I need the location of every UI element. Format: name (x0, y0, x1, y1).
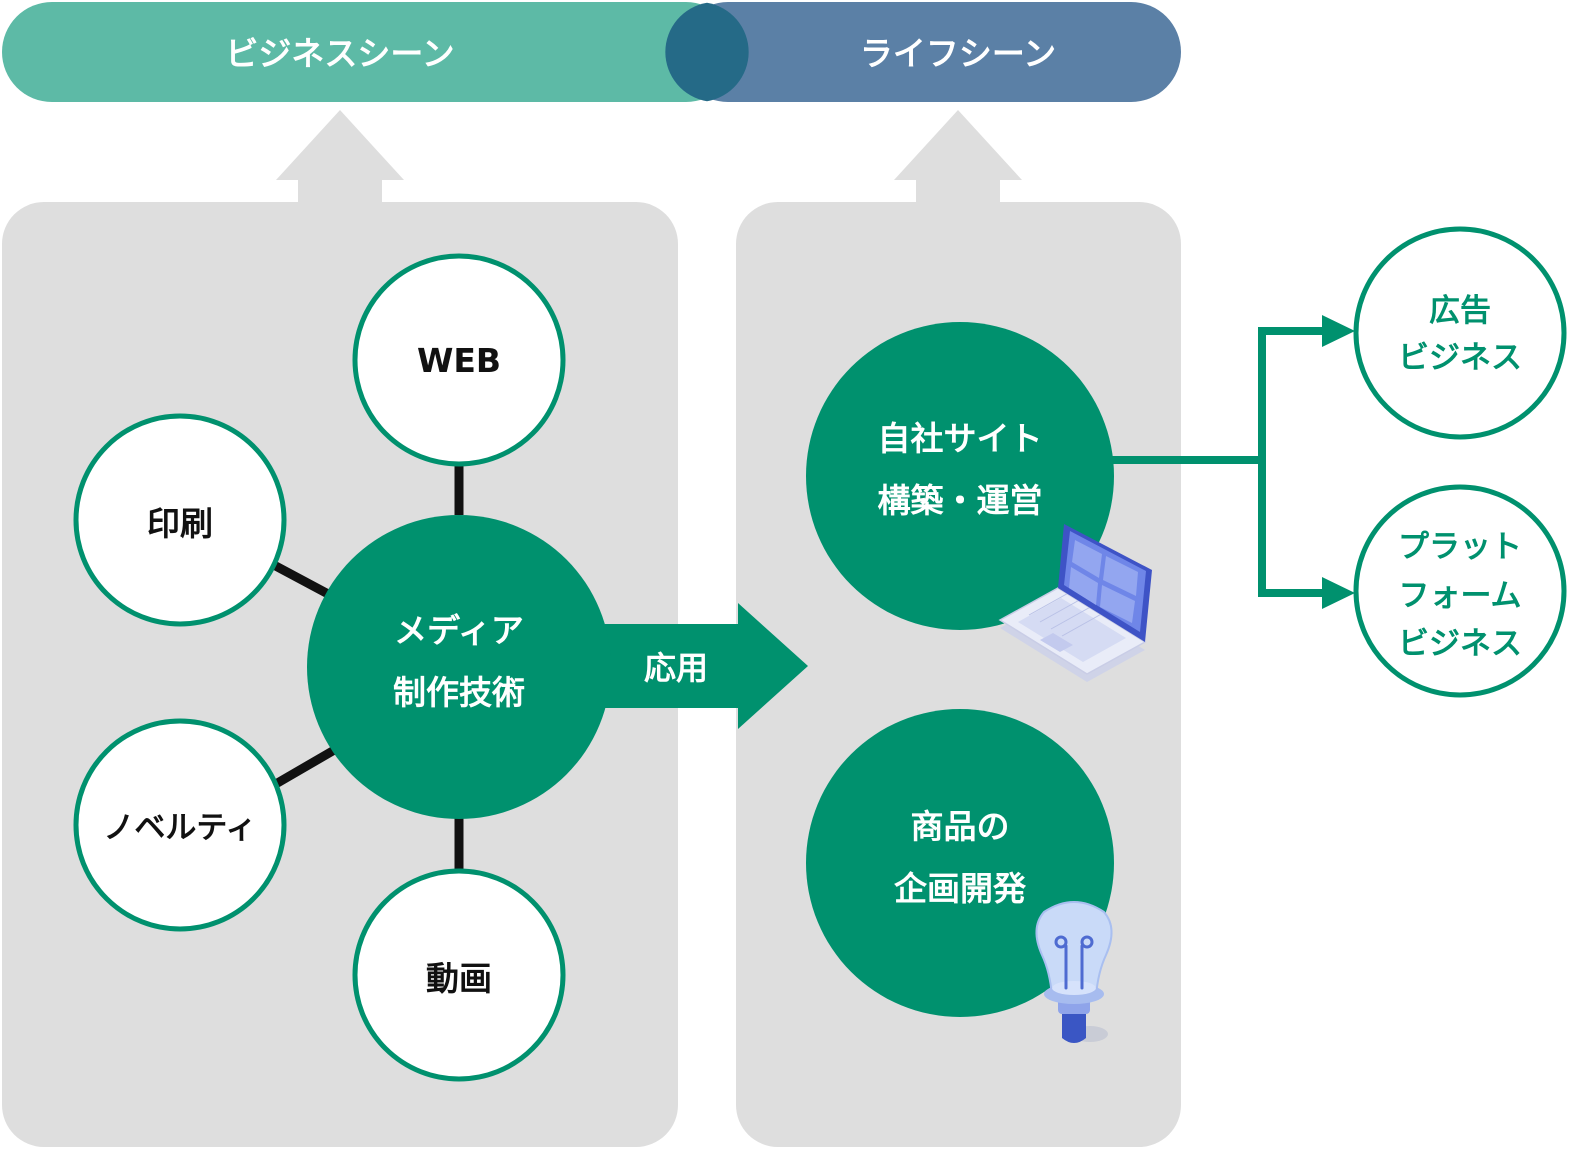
node-video-circle (352, 868, 566, 1082)
outcome-platform-line-1: プラット (1398, 529, 1522, 565)
node-web-circle (352, 253, 566, 467)
node-print-circle (73, 413, 287, 627)
node-video: 動画 (352, 868, 566, 1082)
spokes (269, 463, 464, 870)
up-arrow-life (894, 110, 1022, 202)
business-scene-bar (2, 2, 736, 102)
spoke-print (269, 560, 333, 599)
apply-arrow: 応用 (560, 603, 808, 729)
outcome-platform-line-2: フォーム (1398, 578, 1521, 614)
outcome-ad-circle (1353, 226, 1567, 440)
spoke-novelty (271, 745, 339, 789)
node-web: WEB (352, 253, 566, 467)
outcome-platform-circle (1353, 484, 1567, 698)
apply-arrow-shape (560, 603, 808, 729)
outcome-ad-line-1: 広告 (1429, 293, 1491, 329)
outcome-platform-business: プラット フォーム ビジネス (1353, 484, 1567, 698)
node-web-label: WEB (417, 341, 501, 380)
life-scene-bar (678, 2, 1181, 102)
node-novelty-circle (73, 718, 287, 932)
branch-connector (1112, 315, 1355, 609)
node-print: 印刷 (73, 413, 287, 627)
business-scene-label: ビジネスシーン (225, 34, 454, 73)
lightbulb-icon (1035, 901, 1113, 1043)
apply-arrow-label: 応用 (644, 649, 708, 687)
own-site-circle (806, 322, 1114, 630)
node-video-label: 動画 (426, 959, 492, 998)
center-media: メディア 制作技術 (307, 515, 611, 819)
product-planning-line-2: 企画開発 (894, 869, 1027, 908)
outcome-ad-business: 広告 ビジネス (1353, 226, 1567, 440)
center-media-circle (307, 515, 611, 819)
product-planning-line-1: 商品の (911, 807, 1010, 846)
own-site-line-2: 構築・運営 (878, 481, 1043, 520)
top-bars: ビジネスシーン ライフシーン (2, 2, 1181, 102)
node-print-label: 印刷 (147, 504, 213, 543)
life-scene-label: ライフシーン (860, 34, 1056, 73)
up-arrow-business (276, 110, 404, 202)
center-media-line-1: メディア (394, 611, 524, 650)
outcome-ad-line-2: ビジネス (1398, 340, 1522, 376)
own-site: 自社サイト 構築・運営 (806, 322, 1114, 630)
center-media-line-2: 制作技術 (393, 673, 525, 712)
node-novelty: ノベルティ (73, 718, 287, 932)
laptop-icon (998, 524, 1152, 682)
bar-overlap (665, 2, 749, 102)
outcome-platform-line-3: ビジネス (1398, 626, 1522, 662)
node-novelty-label: ノベルティ (103, 810, 256, 846)
own-site-line-1: 自社サイト (878, 419, 1043, 458)
